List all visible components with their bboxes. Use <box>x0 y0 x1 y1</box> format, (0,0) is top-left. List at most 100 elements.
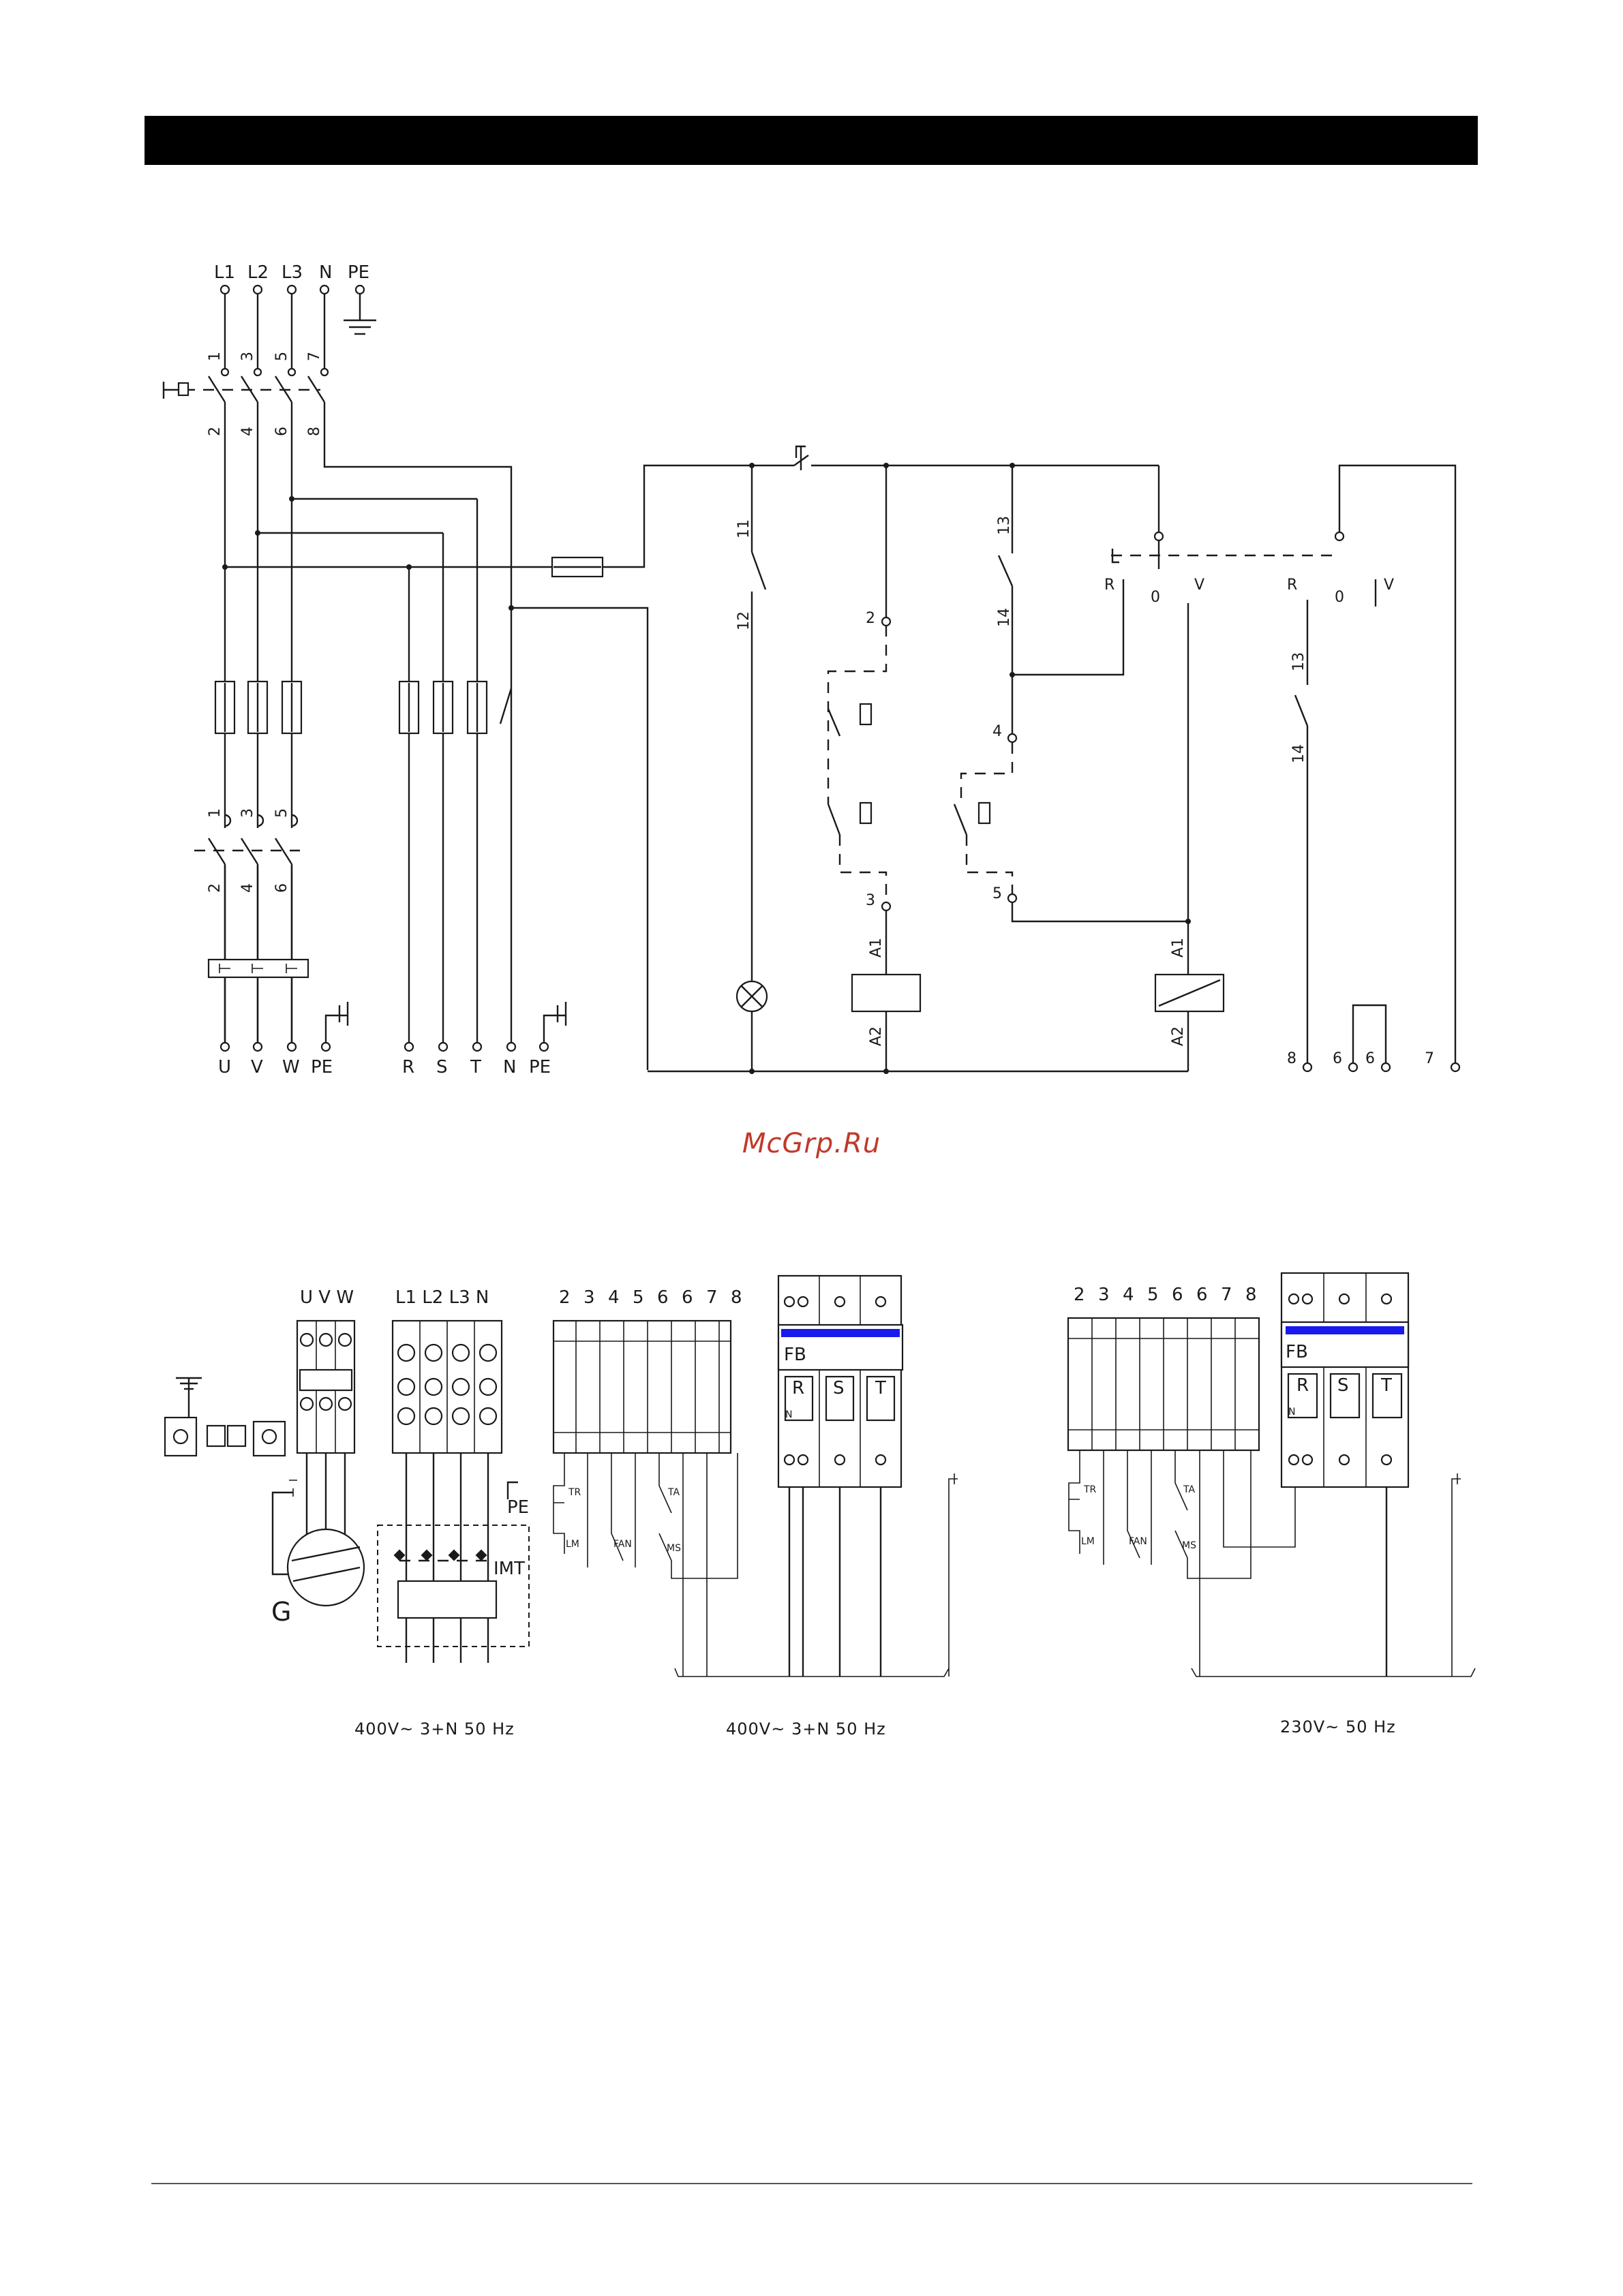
terminal-label-l2: L2 <box>247 262 269 283</box>
svg-text:2: 2 <box>207 883 224 893</box>
svg-text:LM: LM <box>566 1539 579 1550</box>
svg-text:14: 14 <box>996 608 1013 627</box>
svg-text:3: 3 <box>1098 1285 1110 1305</box>
svg-text:3: 3 <box>583 1287 595 1308</box>
svg-text:11: 11 <box>735 519 753 538</box>
svg-text:1: 1 <box>207 808 224 818</box>
svg-text:S: S <box>833 1378 845 1398</box>
pe-label: PE <box>507 1497 529 1518</box>
switch-contact-5: 5 <box>273 352 290 361</box>
output-terminal-s: S <box>436 1057 448 1077</box>
svg-text:6: 6 <box>1196 1285 1208 1305</box>
watermark: McGrp.Ru <box>0 1128 1623 1159</box>
svg-text:A2: A2 <box>868 1026 885 1046</box>
svg-text:A2: A2 <box>1170 1026 1187 1046</box>
svg-text:4: 4 <box>239 883 256 893</box>
svg-text:R: R <box>1296 1375 1309 1396</box>
fb-label-b: FB <box>784 1345 806 1365</box>
fuse-row <box>215 682 487 733</box>
svg-text:R: R <box>1104 577 1114 594</box>
svg-text:13: 13 <box>1290 652 1307 671</box>
main-schematic: L1 L2 L3 N PE 1 3 5 7 2 4 6 8 <box>164 262 1459 1077</box>
svg-text:2: 2 <box>559 1287 571 1308</box>
voltage-label-c: 230V~ 50 Hz <box>1280 1717 1396 1736</box>
terminal-label-l1: L1 <box>214 262 235 283</box>
svg-text:8: 8 <box>1287 1050 1296 1067</box>
terminal-label-l3: L3 <box>282 262 303 283</box>
motor-breaker: 1 3 5 2 4 6 <box>194 808 308 1043</box>
svg-text:TA: TA <box>667 1487 680 1498</box>
terminal-l2 <box>254 286 262 294</box>
switch-contact-3: 3 <box>239 352 256 361</box>
wiring-panel-a: U V W L1 L2 L3 N G <box>165 1287 529 1739</box>
terminal-label-n: N <box>319 262 332 283</box>
output-terminal-n: N <box>503 1057 516 1077</box>
svg-text:6: 6 <box>1333 1050 1342 1067</box>
svg-text:6: 6 <box>273 883 290 893</box>
terminal-l3 <box>288 286 296 294</box>
svg-text:7: 7 <box>706 1287 718 1308</box>
fb-indicator-bar <box>781 1329 900 1337</box>
svg-text:A1: A1 <box>1170 938 1187 958</box>
svg-text:S: S <box>1337 1375 1349 1396</box>
fb-indicator-bar-c <box>1286 1326 1404 1334</box>
relay-coil-a <box>852 975 920 1011</box>
motor-terminal-v: V <box>251 1057 263 1077</box>
svg-text:7: 7 <box>1425 1050 1434 1067</box>
svg-text:3: 3 <box>239 808 256 818</box>
output-terminal-pe: PE <box>529 1057 551 1077</box>
generator-symbol <box>288 1529 364 1606</box>
svg-text:8: 8 <box>1245 1285 1257 1305</box>
motor-terminal-u: U <box>218 1057 231 1077</box>
terminal-n <box>320 286 329 294</box>
svg-text:4: 4 <box>1123 1285 1134 1305</box>
fb-label-c: FB <box>1286 1342 1308 1362</box>
switch-contact-4: 4 <box>239 427 256 436</box>
svg-text:A1: A1 <box>868 938 885 958</box>
svg-text:12: 12 <box>735 611 753 630</box>
svg-text:6: 6 <box>1365 1050 1375 1067</box>
svg-text:8: 8 <box>731 1287 742 1308</box>
svg-text:TR: TR <box>568 1487 581 1498</box>
motor-top-labels: U V W <box>300 1287 354 1308</box>
svg-text:4: 4 <box>608 1287 620 1308</box>
svg-text:2: 2 <box>1074 1285 1085 1305</box>
imt-label: IMT <box>494 1559 525 1579</box>
switch-contact-7: 7 <box>306 352 323 361</box>
svg-text:6: 6 <box>1172 1285 1183 1305</box>
svg-text:TA: TA <box>1183 1484 1195 1495</box>
svg-text:5: 5 <box>992 885 1002 902</box>
wiring-panel-c: 2 3 4 5 6 6 7 8 TR LM FAN TA MS FB <box>1068 1273 1475 1736</box>
output-terminal-t: T <box>470 1057 481 1077</box>
svg-text:R: R <box>1287 577 1297 594</box>
svg-text:7: 7 <box>1221 1285 1232 1305</box>
svg-text:N: N <box>785 1409 792 1420</box>
terminal-pe <box>356 286 364 294</box>
motor-terminal-pe: PE <box>311 1057 333 1077</box>
wiring-panel-b: 2 3 4 5 6 6 7 8 TR LM FAN TA MS <box>553 1276 958 1739</box>
voltage-label-a: 400V~ 3+N 50 Hz <box>354 1719 515 1739</box>
svg-text:V: V <box>1194 577 1204 594</box>
svg-text:MS: MS <box>667 1543 681 1554</box>
svg-text:FAN: FAN <box>613 1539 632 1550</box>
switch-contact-1: 1 <box>207 352 224 361</box>
svg-text:FAN: FAN <box>1129 1536 1147 1547</box>
svg-text:V: V <box>1384 577 1394 594</box>
motor-terminal-w: W <box>282 1057 300 1077</box>
svg-text:6: 6 <box>682 1287 693 1308</box>
terminal-label-pe: PE <box>348 262 369 283</box>
svg-text:5: 5 <box>1147 1285 1159 1305</box>
switch-contact-2: 2 <box>207 427 224 436</box>
svg-text:LM: LM <box>1081 1536 1095 1547</box>
svg-text:T: T <box>1380 1375 1392 1396</box>
svg-text:14: 14 <box>1290 744 1307 763</box>
svg-text:0: 0 <box>1335 589 1344 606</box>
svg-text:R: R <box>792 1378 804 1398</box>
svg-text:MS: MS <box>1182 1540 1196 1551</box>
svg-text:5: 5 <box>633 1287 644 1308</box>
generator-label: G <box>271 1597 291 1627</box>
svg-text:TR: TR <box>1083 1484 1097 1495</box>
terminal-l1 <box>221 286 229 294</box>
output-terminal-r: R <box>402 1057 414 1077</box>
svg-text:5: 5 <box>273 808 290 818</box>
